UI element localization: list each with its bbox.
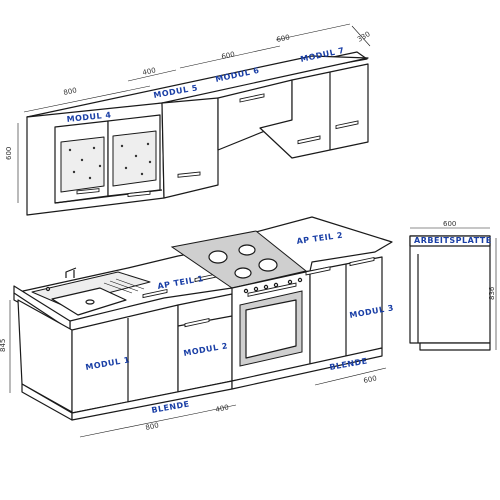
sink-drain <box>85 299 95 305</box>
side-view: 600 836 ARBEITSPLATTE <box>409 220 497 351</box>
oven-glass <box>245 299 297 359</box>
dim-line-600-base <box>314 367 387 386</box>
arbeitsplatte-label: ARBEITSPLATTE <box>414 236 492 245</box>
side-plinth <box>419 342 491 351</box>
dim-line-800-upper <box>23 85 151 113</box>
base-cabinets: MODUL 1 MODUL 2 MODUL 3 AP TEIL 1 AP TEI… <box>13 216 395 421</box>
worktop-edge-left <box>13 285 71 331</box>
modul-6-handle <box>239 93 265 103</box>
modul-7-front <box>259 63 369 159</box>
dim-400-base: 400 <box>215 403 230 414</box>
dim-line-800-base <box>79 412 199 438</box>
faucet-knob <box>45 286 51 292</box>
dim-600a-upper: 600 <box>221 50 236 61</box>
dim-line-400-upper <box>127 69 177 82</box>
modul-4-handle-right <box>127 190 151 198</box>
modul-4-glass-right <box>112 130 157 187</box>
cooktop <box>170 230 308 289</box>
dim-800-upper: 800 <box>63 86 78 97</box>
upper-cabinets: MODUL 4 MODUL 5 MODUL 6 MODUL 7 <box>26 46 369 216</box>
dim-line-600b-upper <box>275 23 351 41</box>
dim-600-base: 600 <box>363 374 378 385</box>
modul-1-handle <box>142 288 168 299</box>
side-cabinet <box>409 235 491 344</box>
faucet <box>65 267 77 278</box>
modul-3-handle-right <box>349 256 375 267</box>
burner-3 <box>234 267 252 279</box>
dim-side-width: 600 <box>443 220 456 228</box>
dim-line-400-base <box>197 404 237 414</box>
oven-knobs <box>243 277 303 294</box>
side-worktop <box>409 235 491 247</box>
blende-right <box>231 347 383 390</box>
dim-330-upper: 330 <box>356 30 372 44</box>
modul-5-handle <box>177 171 201 178</box>
burner-4 <box>258 258 278 272</box>
dim-side-height: 836 <box>488 286 496 300</box>
modul-7-handle-right <box>335 120 359 130</box>
modul-7-handle-left <box>297 135 321 145</box>
glass-pattern <box>68 142 152 180</box>
burner-1 <box>208 250 228 264</box>
dim-845: 845 <box>0 339 7 352</box>
dim-line-600a-upper <box>179 45 281 69</box>
dim-800-base: 800 <box>145 421 160 432</box>
dim-line-330-upper <box>351 25 371 47</box>
oven-handle <box>247 282 297 297</box>
modul-2-handle <box>184 318 210 328</box>
dim-600-height: 600 <box>5 147 13 160</box>
modul-5-front <box>161 97 219 199</box>
dim-400-upper: 400 <box>142 66 157 77</box>
modul-4-glass-left <box>60 136 105 193</box>
burner-2 <box>238 244 256 256</box>
drainboard-ribs <box>103 278 145 294</box>
base-dimensions: 845 800 400 600 <box>0 300 387 438</box>
modul-4-handle-left <box>76 188 100 195</box>
dim-600b-upper: 600 <box>276 33 291 44</box>
modul-3-handle-left <box>305 266 331 276</box>
